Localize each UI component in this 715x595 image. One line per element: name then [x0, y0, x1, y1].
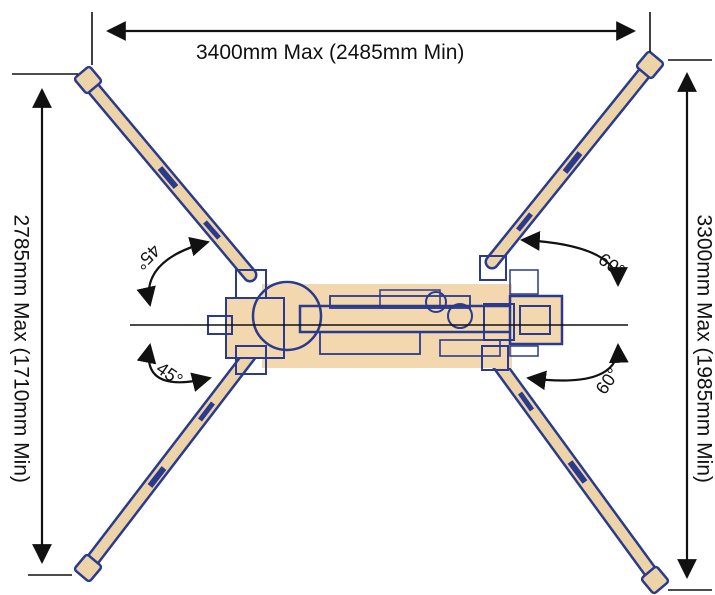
left-length-label: 2785mm Max (1710mm Min) — [9, 214, 33, 483]
crane-body — [207, 255, 564, 375]
right-length-label: 3300mm Max (1985mm Min) — [692, 214, 715, 483]
outrigger-pad-front-upper — [73, 65, 103, 95]
outrigger-leg-rear-lower — [484, 347, 663, 586]
outrigger-pad-front-lower — [73, 553, 103, 583]
outrigger-leg-rear-upper — [484, 58, 658, 270]
outrigger-leg-front-lower — [80, 344, 260, 574]
width-label: 3400mm Max (2485mm Min) — [196, 41, 465, 64]
outrigger-pad-rear-upper — [635, 50, 665, 80]
right-length-dimension — [668, 59, 712, 591]
angle-arc-rear-lower — [526, 343, 629, 391]
left-length-dimension — [12, 73, 78, 576]
angle-arc-front-lower — [136, 343, 212, 392]
angle-arc-front-upper — [136, 236, 210, 307]
outrigger-pad-rear-lower — [640, 565, 670, 595]
angle-arc-rear-upper — [520, 231, 628, 287]
outrigger-leg-front-upper — [80, 74, 258, 283]
width-dimension — [91, 12, 651, 65]
